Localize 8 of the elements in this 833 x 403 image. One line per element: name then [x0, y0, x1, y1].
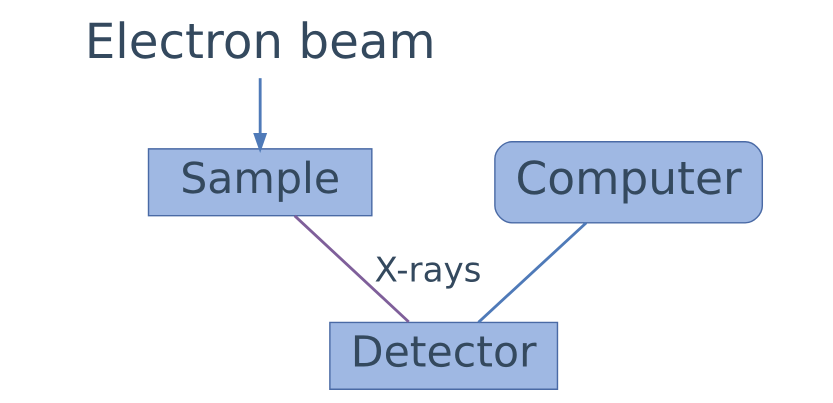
node-text: Electron beam — [84, 14, 436, 70]
node-box: Computer — [494, 141, 763, 224]
edge-label: X-rays — [374, 250, 481, 290]
node-box: Detector — [328, 322, 558, 390]
connector — [293, 214, 410, 323]
node-box: Sample — [147, 148, 372, 216]
arrow — [252, 78, 267, 153]
connector — [477, 222, 587, 324]
